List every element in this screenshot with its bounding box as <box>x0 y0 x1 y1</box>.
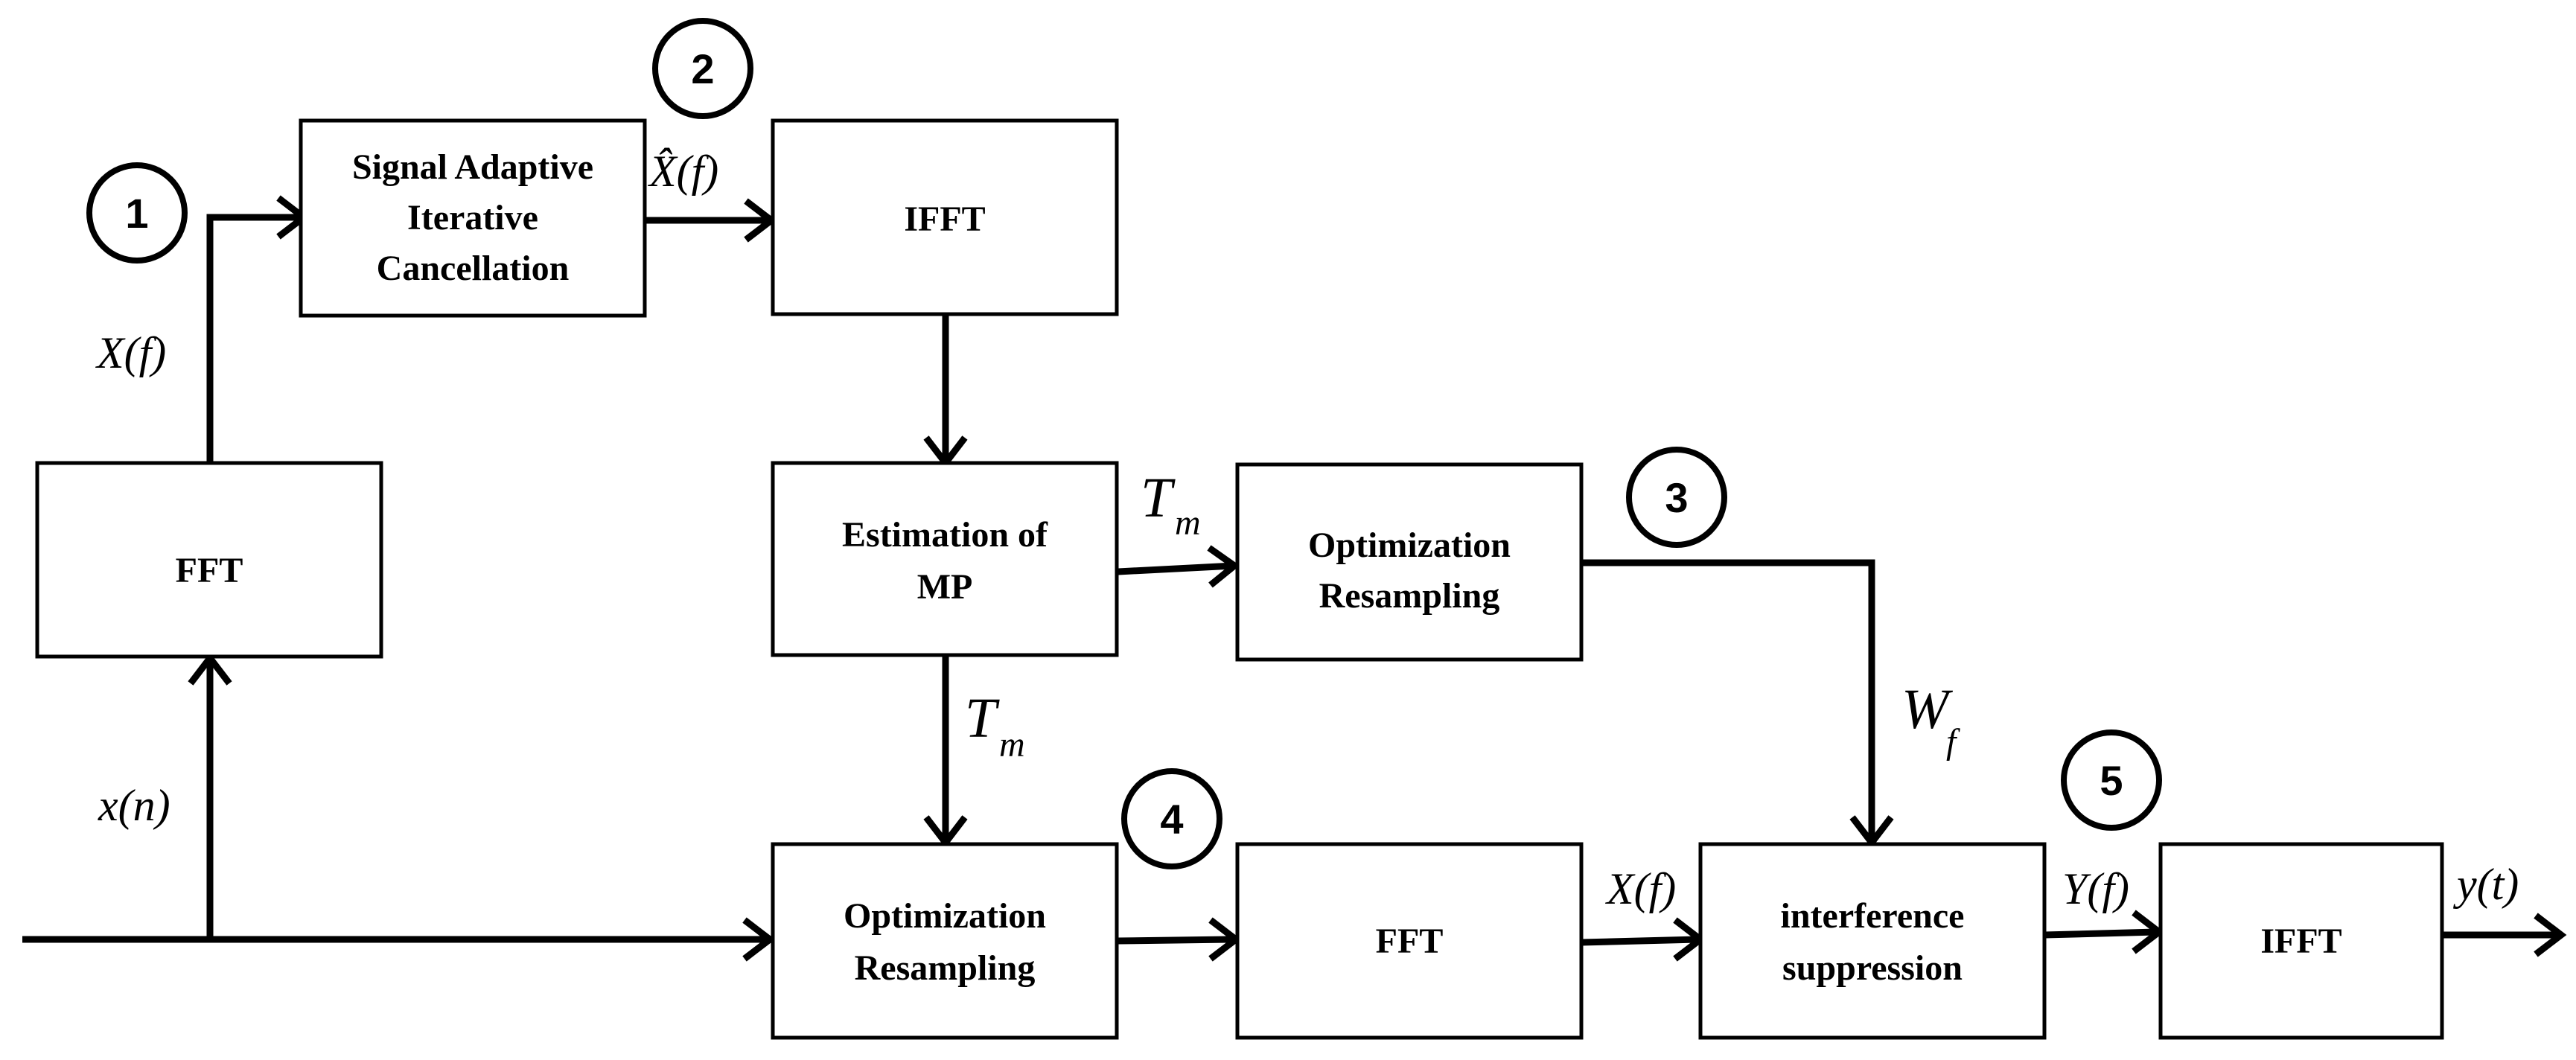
signal-label-y-t: y(t) <box>2452 860 2519 909</box>
step-marker-1: 1 <box>86 162 188 264</box>
signal-label-x-n: x(n) <box>98 781 170 830</box>
block-label-line: Resampling <box>1319 576 1500 616</box>
step-number: 5 <box>2100 757 2123 804</box>
opt-top-to-interference <box>1581 559 1875 840</box>
block-label-line: suppression <box>1782 948 1963 988</box>
interference-to-ifft <box>2044 928 2157 939</box>
block-label: IFFT <box>904 199 985 239</box>
block-fft-top: FFT <box>35 461 383 659</box>
signal-label-X-f-spectrum: X(f) <box>1605 864 1676 913</box>
block-label-line: Resampling <box>855 948 1036 988</box>
block-fft-bottom: FFT <box>1235 842 1584 1040</box>
block-label-line: Cancellation <box>377 249 570 288</box>
block-label: FFT <box>1376 922 1444 961</box>
signal-label-X-f-input: X(f) <box>95 328 166 377</box>
estimation-to-opt-top <box>1118 562 1234 575</box>
fft-to-interference <box>1581 936 1698 946</box>
block-label: FFT <box>176 551 243 590</box>
block-estimation-of-mp: Estimation of MP <box>771 461 1119 657</box>
block-label-line: Signal Adaptive <box>352 147 593 187</box>
block-label: IFFT <box>2260 922 2341 961</box>
arrowhead <box>1207 545 1240 588</box>
block-interference-suppression: interference suppression <box>1698 842 2047 1040</box>
block-ifft-output: IFFT <box>2158 842 2444 1040</box>
signal-label-T-m-right: Tm <box>1141 467 1201 543</box>
step-marker-4: 4 <box>1121 768 1222 869</box>
step-number: 1 <box>125 190 148 237</box>
arrowhead <box>2534 913 2567 957</box>
block-label-line: MP <box>917 567 973 607</box>
arrowhead <box>742 917 776 962</box>
block-label-line: Optimization <box>844 896 1046 936</box>
step-number: 3 <box>1665 474 1688 521</box>
step-marker-2: 2 <box>652 18 753 119</box>
signal-label-T-m-down: Tm <box>965 687 1025 764</box>
step-marker-3: 3 <box>1626 447 1727 548</box>
block-label-line: Estimation of <box>842 515 1048 555</box>
block-signal-adaptive-iterative-cancellation: Signal Adaptive Iterative Cancellation <box>299 118 647 318</box>
signal-label-Y-f: Y(f) <box>2062 864 2129 913</box>
block-label-line: interference <box>1781 896 1965 936</box>
block-label-line: Optimization <box>1308 526 1511 565</box>
signal-label-X-hat-f: X̂(f) <box>648 147 718 196</box>
block-label-line: Iterative <box>407 198 538 237</box>
block-ifft-top: IFFT <box>771 118 1119 316</box>
fft-to-saic <box>206 214 299 463</box>
step-number: 4 <box>1160 796 1183 843</box>
block-optimization-resampling-bottom: Optimization Resampling <box>771 842 1119 1040</box>
block-optimization-resampling-top: Optimization Resampling <box>1235 462 1584 662</box>
opt-bottom-to-fft <box>1118 936 1234 945</box>
step-number: 2 <box>691 45 714 92</box>
step-marker-5: 5 <box>2061 729 2162 831</box>
